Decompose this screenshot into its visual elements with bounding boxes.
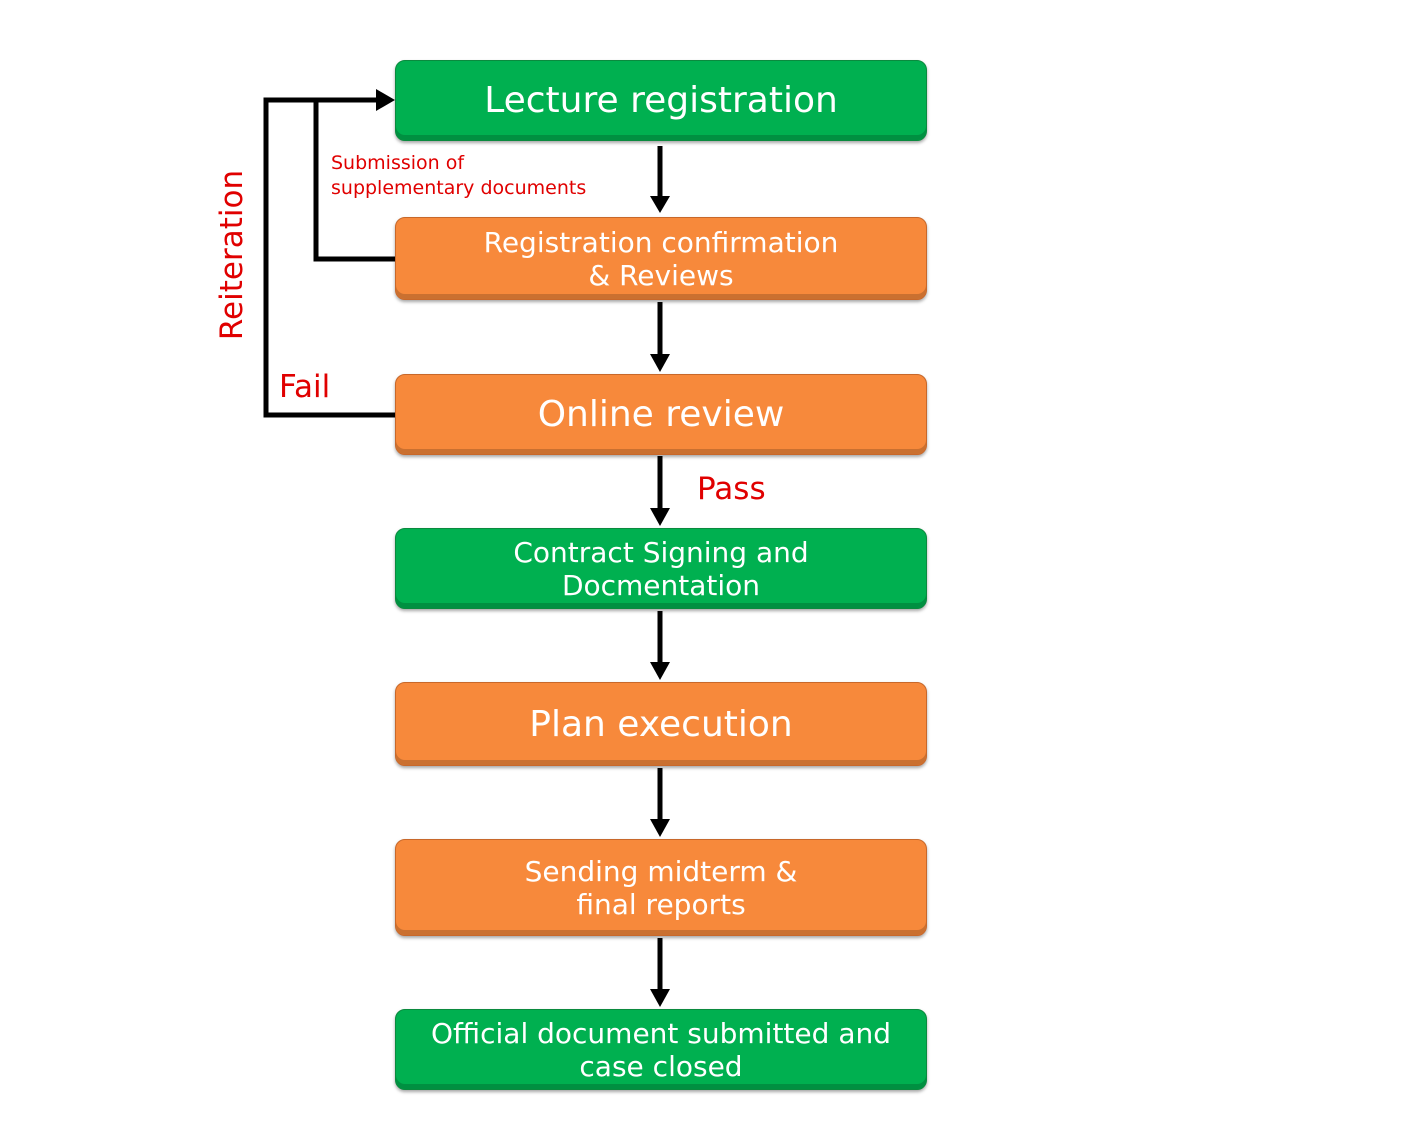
- step-lecture-registration-label: Lecture registration: [484, 80, 838, 121]
- reiteration-label-text: Reiteration: [214, 169, 250, 341]
- step-sending-reports-line-1: Sending midterm &: [524, 854, 798, 888]
- step-registration-confirmation: Registration confirmation & Reviews: [395, 217, 927, 300]
- step-lecture-registration: Lecture registration: [395, 60, 927, 141]
- step-case-closed-line-1: Official document submitted and: [431, 1016, 891, 1050]
- fail-label: Fail: [279, 369, 330, 405]
- step-online-review: Online review: [395, 374, 927, 455]
- step-registration-confirmation-line-2: & Reviews: [588, 258, 734, 292]
- submission-label-line-2: supplementary documents: [331, 177, 587, 199]
- step-case-closed: Official document submitted and case clo…: [395, 1009, 927, 1090]
- step-sending-reports-line-2: final reports: [576, 887, 746, 921]
- supplementary-loop: [313, 100, 395, 262]
- step-sending-reports: Sending midterm & final reports: [395, 839, 927, 936]
- fail-label-text: Fail: [279, 369, 331, 405]
- submission-label-line-1: Submission of: [331, 152, 465, 174]
- pass-label: Pass: [697, 471, 766, 507]
- step-contract-signing-line-2: Docmentation: [561, 568, 761, 602]
- step-online-review-label: Online review: [537, 394, 785, 435]
- step-case-closed-line-2: case closed: [579, 1049, 743, 1083]
- step-contract-signing: Contract Signing and Docmentation: [395, 528, 927, 609]
- submission-label: Submission of supplementary documents: [331, 151, 586, 201]
- pass-label-text: Pass: [697, 471, 766, 507]
- step-registration-confirmation-line-1: Registration confirmation: [483, 225, 839, 259]
- step-plan-execution: Plan execution: [395, 682, 927, 766]
- step-contract-signing-line-1: Contract Signing and: [513, 535, 809, 569]
- reiteration-label: Reiteration: [214, 170, 250, 340]
- reiteration-loop: [263, 97, 395, 418]
- step-plan-execution-label: Plan execution: [529, 703, 793, 745]
- loop-arrowhead: [376, 89, 395, 111]
